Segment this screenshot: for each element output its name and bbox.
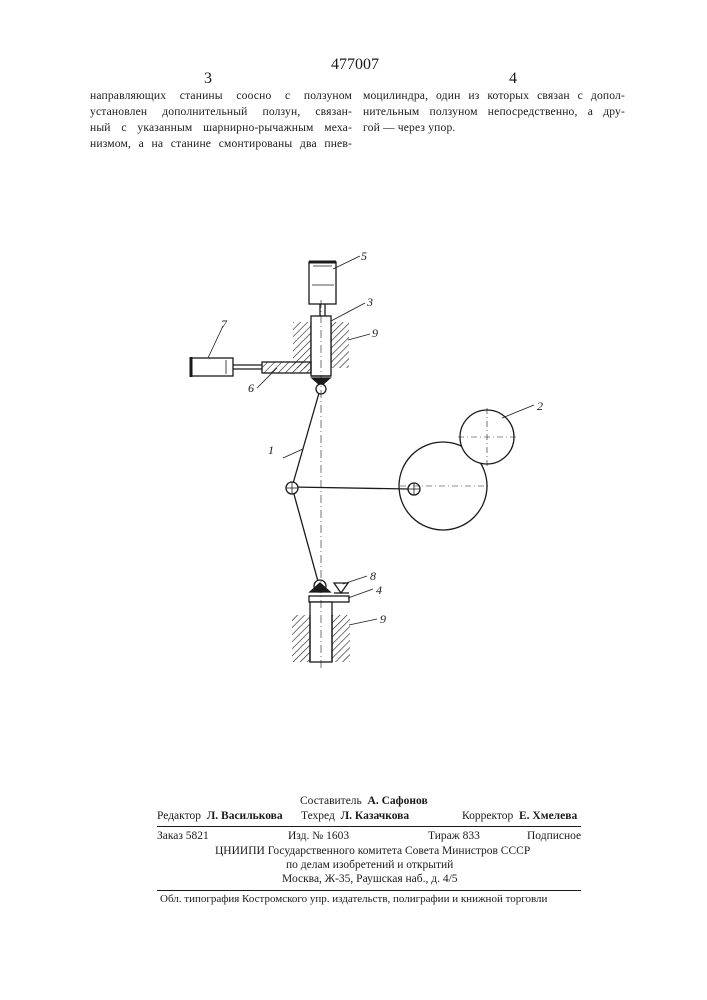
label-9-top: 9 [372, 326, 378, 340]
label-2: 2 [537, 399, 543, 413]
label-6: 6 [248, 381, 254, 395]
order-number: Заказ 5821 [157, 830, 209, 842]
corrector-label: Корректор [462, 810, 513, 822]
label-4: 4 [376, 583, 382, 597]
techred-label: Техред [301, 810, 335, 822]
techred: Техред Л. Казачкова [301, 810, 409, 822]
imprint-rule-bottom [157, 890, 581, 891]
composer-label: Составитель [300, 795, 362, 807]
editor-name: Л. Василькова [207, 810, 283, 822]
printing-house: Обл. типография Костромского упр. издате… [160, 893, 547, 905]
org-line-1: ЦНИИПИ Государственного комитета Совета … [215, 845, 530, 857]
label-8: 8 [370, 569, 376, 583]
editor: Редактор Л. Василькова [157, 810, 283, 822]
label-3: 3 [366, 295, 373, 309]
pneumatic-cylinder-7 [191, 357, 262, 377]
org-line-3: Москва, Ж-35, Раушская наб., д. 4/5 [282, 873, 458, 885]
gear-2 [458, 408, 516, 466]
composer-name: А. Сафонов [368, 795, 428, 807]
pneumatic-cylinder-5 [309, 262, 336, 316]
bottom-joint [310, 580, 349, 593]
edition-number: Изд. № 1603 [288, 830, 349, 842]
imprint-rule-top [157, 826, 581, 827]
corrector: Корректор Е. Хмелева [462, 810, 577, 822]
label-9-bottom: 9 [380, 612, 386, 626]
linkage-1 [286, 393, 408, 585]
subscription: Подписное [527, 830, 581, 842]
techred-name: Л. Казачкова [341, 810, 410, 822]
corrector-name: Е. Хмелева [519, 810, 577, 822]
label-5: 5 [361, 249, 367, 263]
label-7: 7 [221, 317, 228, 331]
circulation: Тираж 833 [428, 830, 480, 842]
org-line-2: по делам изобретений и открытий [286, 859, 453, 871]
label-1: 1 [268, 443, 274, 457]
editor-label: Редактор [157, 810, 201, 822]
composer: Составитель А. Сафонов [300, 795, 428, 807]
